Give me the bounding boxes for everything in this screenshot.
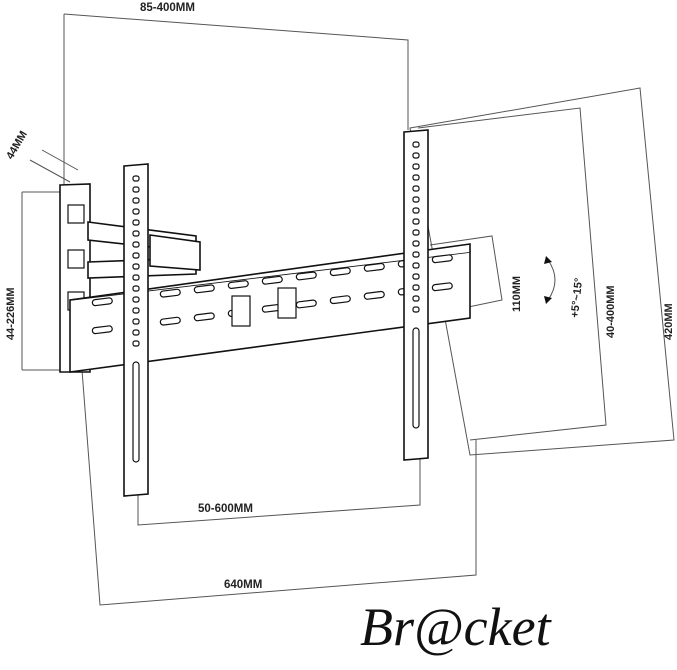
strap-hole [412, 163, 420, 170]
strap-holes [132, 141, 420, 463]
rail-slot [363, 290, 385, 300]
rail-slot [329, 267, 351, 277]
strap-hole [132, 241, 140, 248]
strap-hole [132, 219, 140, 226]
strap-hole [132, 197, 140, 204]
strap-hole [412, 273, 420, 280]
spacing-bracket-frame [137, 450, 421, 526]
strap-hole [412, 284, 420, 291]
label-depth-44: 44MM [4, 129, 30, 161]
strap-hole [132, 285, 140, 292]
right-envelope-frame [409, 87, 675, 456]
vertical-straps [123, 129, 429, 497]
arm-joint [149, 234, 201, 271]
wall-plate-slot [67, 249, 85, 269]
label-plate-width: 640MM [224, 579, 262, 591]
brand-logo: Br@cket [360, 597, 553, 657]
strap-hole [132, 340, 140, 347]
rail-slot [159, 288, 181, 298]
strap-slot [132, 361, 140, 463]
strap-hole [412, 295, 420, 302]
tilt-arrow-top [544, 256, 552, 264]
strap-hole [132, 318, 140, 325]
rail-slot [363, 262, 385, 272]
envelope-outlines [21, 13, 675, 606]
strap-hole [412, 229, 420, 236]
rail-slot [227, 280, 249, 290]
strap-hole [132, 208, 140, 215]
inner-right-frame [417, 107, 607, 441]
rail-slot [431, 282, 453, 292]
strap-hole [132, 274, 140, 281]
label-tilt: +5°~15° [569, 277, 585, 318]
strap-hole [412, 185, 420, 192]
safety-lock-2 [277, 287, 297, 319]
strap-hole [412, 141, 420, 148]
right-strap [403, 129, 429, 461]
tilt-arrow-bottom [544, 296, 552, 304]
rail-slot [91, 297, 113, 307]
strap-hole [412, 262, 420, 269]
bottom-envelope-frame [81, 369, 477, 606]
label-rail-length: 420MM [663, 303, 675, 340]
strap-hole [412, 251, 420, 258]
strap-hole [132, 186, 140, 193]
rail-slot [193, 312, 215, 322]
label-side-height: 44-226MM [5, 287, 17, 340]
rail-slot [329, 295, 351, 305]
strap-hole [412, 306, 420, 313]
strap-hole [132, 175, 140, 182]
rail-slot [159, 316, 181, 326]
strap-hole [132, 230, 140, 237]
horizontal-rail [69, 243, 471, 373]
label-horizontal-spacing: 50-600MM [198, 503, 253, 515]
wall-plate-slot [67, 204, 85, 224]
rail-slot [295, 271, 317, 281]
strap-hole [412, 207, 420, 214]
top-envelope-line [63, 13, 409, 130]
swing-arms [87, 221, 201, 279]
safety-lock [231, 295, 251, 327]
depth-leader-line [29, 159, 71, 183]
strap-hole [132, 296, 140, 303]
strap-hole [412, 152, 420, 159]
strap-hole [412, 196, 420, 203]
label-vertical-spacing: 40-400MM [605, 285, 617, 338]
rail-slot [91, 325, 113, 335]
strap-slot [412, 327, 420, 429]
strap-hole [412, 174, 420, 181]
label-plate-height: 110MM [511, 276, 523, 312]
depth-leader-line-2 [41, 149, 79, 171]
strap-hole [412, 218, 420, 225]
strap-hole [132, 329, 140, 336]
strap-hole [412, 240, 420, 247]
label-top-width: 85-400MM [140, 2, 195, 14]
strap-hole [132, 263, 140, 270]
strap-hole [132, 252, 140, 259]
strap-hole [132, 307, 140, 314]
rail-slot [431, 254, 453, 264]
rail-top-lip [69, 243, 471, 301]
tilt-arc [547, 259, 556, 301]
rail-slot [261, 275, 283, 285]
tilt-indicator [544, 256, 556, 304]
rail-slot [193, 284, 215, 294]
